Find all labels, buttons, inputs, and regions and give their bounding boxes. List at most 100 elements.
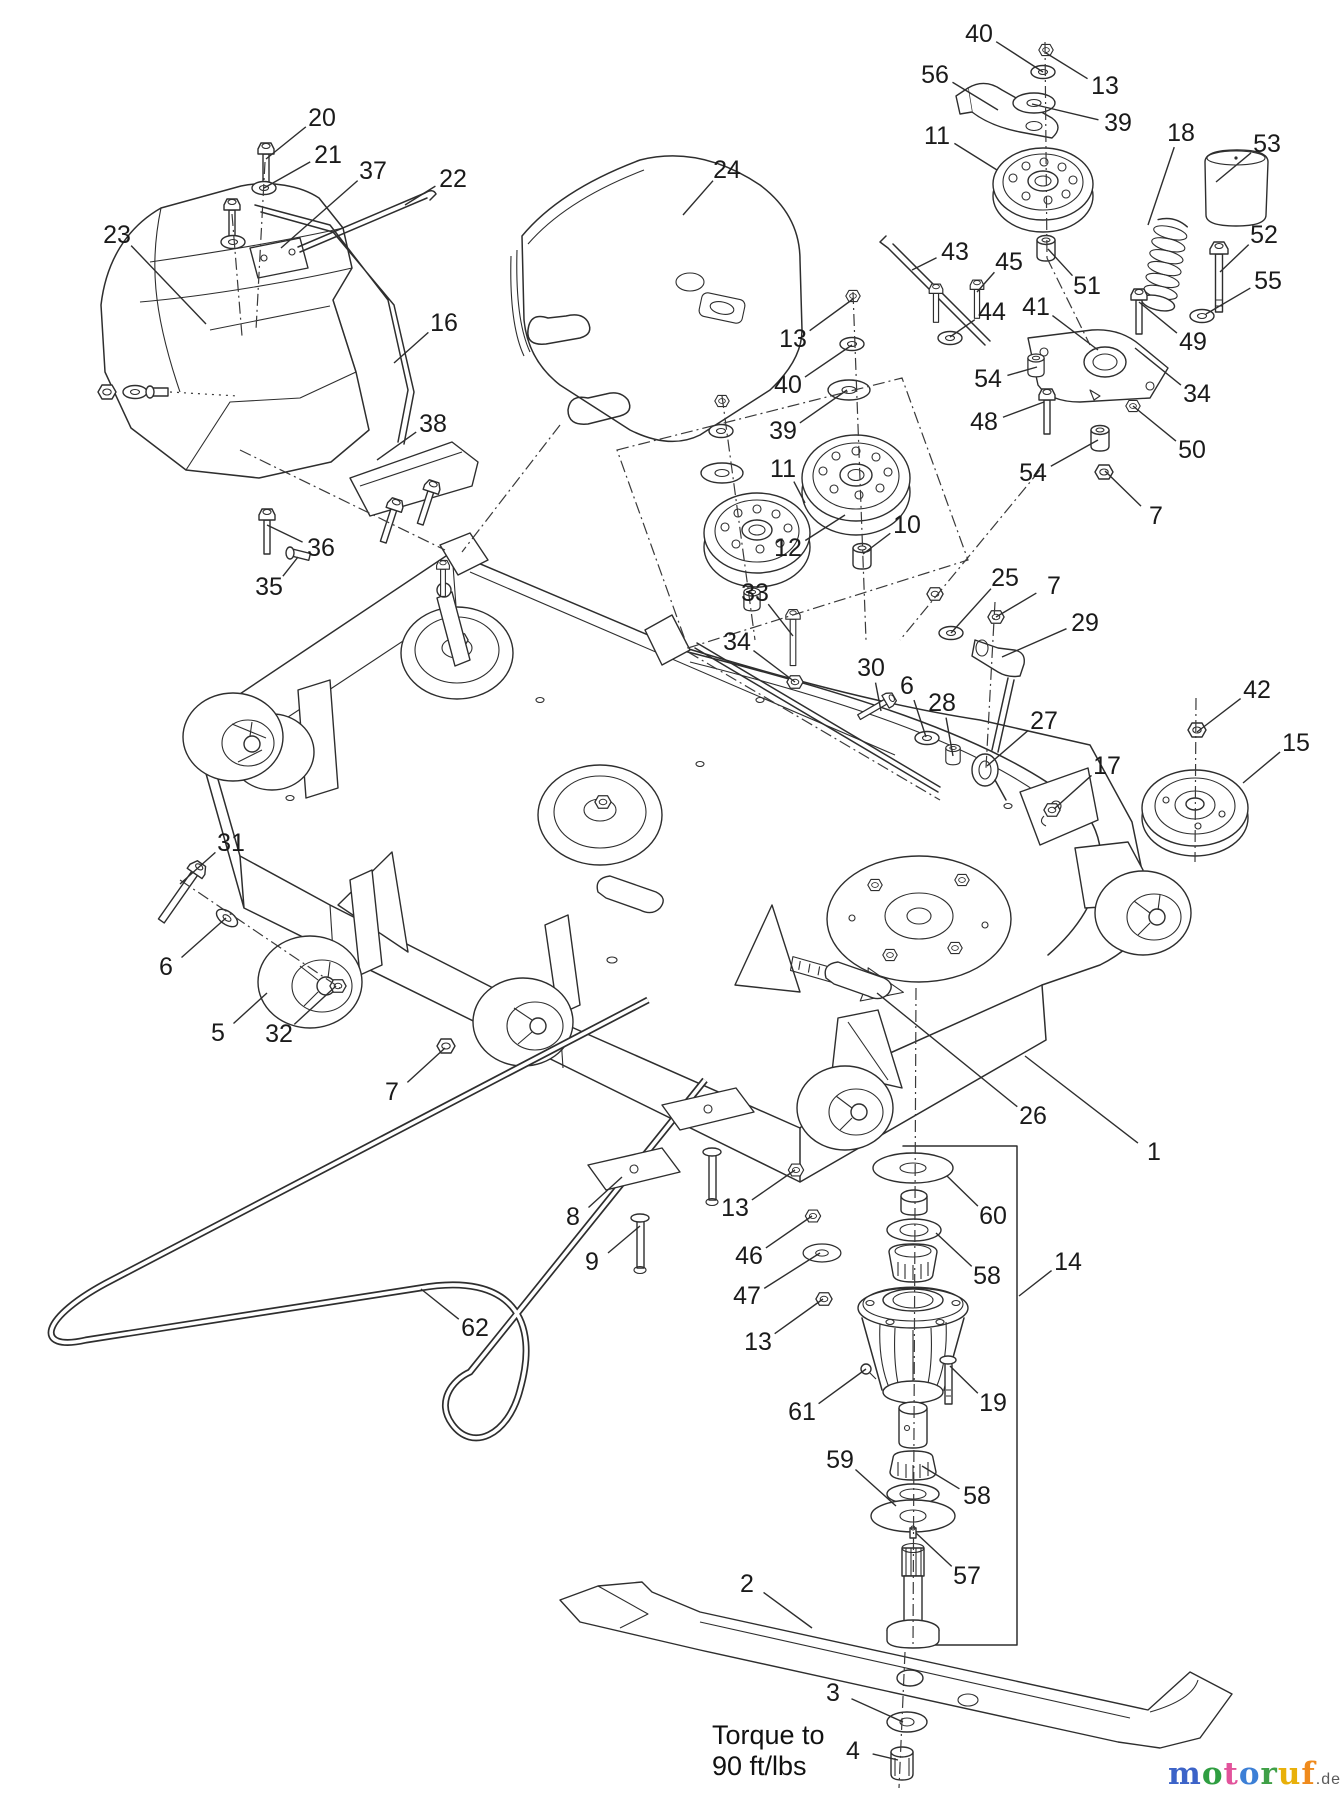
spacer-39 [1012, 92, 1056, 114]
leader-line-42 [1196, 698, 1242, 733]
callout-31: 31 [217, 829, 245, 857]
callout-24: 24 [713, 156, 741, 184]
callout-35: 35 [255, 573, 283, 601]
idler-arm-56 [955, 82, 1059, 139]
leader-line-60 [946, 1175, 979, 1207]
callout-54: 54 [974, 365, 1002, 393]
leader-line-13 [809, 298, 854, 332]
bolt-52 [1209, 241, 1229, 313]
leader-line-26 [876, 992, 1018, 1108]
leader-line-2 [763, 1591, 813, 1629]
leader-line-53 [1215, 152, 1252, 183]
callout-47: 47 [733, 1282, 761, 1310]
callout-7: 7 [1047, 572, 1061, 600]
callout-44: 44 [978, 298, 1006, 326]
chute-handle-wire [254, 204, 415, 445]
nut-32 [329, 979, 347, 993]
leader-line-45 [976, 271, 995, 293]
callout-51: 51 [1073, 272, 1101, 300]
leader-line-40 [804, 344, 853, 378]
spacer [700, 462, 744, 484]
screw [145, 385, 169, 399]
callout-11: 11 [770, 455, 796, 483]
leader-line-7 [1104, 470, 1142, 507]
caster-wheel-front-left [257, 869, 383, 1029]
leader-line-41 [1052, 314, 1099, 351]
detail-bracket-14 [902, 1145, 1018, 1646]
callout-45: 45 [995, 248, 1023, 276]
idler-pulley-11-mid [703, 492, 811, 588]
washer [220, 234, 246, 250]
spacer-54b [1090, 424, 1110, 452]
leader-line-37 [280, 180, 359, 249]
nut-46 [804, 1209, 822, 1223]
callout-52: 52 [1250, 221, 1278, 249]
nut-13 [1038, 43, 1054, 57]
callout-59: 59 [826, 1446, 854, 1474]
idler-pulley-12 [801, 434, 911, 536]
torque-note-line1: Torque to [712, 1720, 825, 1750]
bolt [928, 283, 944, 323]
callout-1: 1 [1147, 1138, 1161, 1166]
leader-line-43 [911, 257, 937, 271]
bolt-31 [153, 857, 210, 927]
torque-note-line2: 90 ft/lbs [712, 1751, 807, 1781]
callout-33: 33 [741, 579, 769, 607]
watermark-suffix: .de [1315, 1771, 1341, 1788]
callout-50: 50 [1178, 436, 1206, 464]
leader-line-16 [393, 331, 429, 364]
bolt-30 [854, 689, 899, 724]
callout-13: 13 [1091, 72, 1119, 100]
tension-rod [694, 642, 941, 793]
callout-36: 36 [307, 534, 335, 562]
bolt-9b [630, 1213, 650, 1275]
leader-line-13 [774, 1298, 824, 1335]
leader-line-14 [1018, 1269, 1052, 1297]
callout-58: 58 [963, 1482, 991, 1510]
link-rod [991, 677, 1015, 753]
leader-line-49 [1138, 301, 1178, 334]
eyebolt-27 [971, 753, 1007, 801]
leader-line-56 [952, 81, 999, 111]
callout-22: 22 [439, 165, 467, 193]
leader-line-39 [1031, 103, 1099, 121]
leader-line-51 [1047, 248, 1074, 277]
callout-53: 53 [1253, 130, 1281, 158]
deck-spindle-pulley-mid [537, 764, 663, 866]
leader-line-33 [767, 603, 794, 637]
callout-9: 9 [585, 1248, 599, 1276]
callout-39: 39 [769, 417, 797, 445]
callout-2: 2 [740, 1570, 754, 1598]
callout-58: 58 [973, 1262, 1001, 1290]
blade-bolt-4 [890, 1746, 914, 1781]
leader-line-21 [263, 161, 311, 189]
bolt-36 [258, 508, 276, 555]
assembly-axes [179, 41, 1197, 1789]
leader-line-35 [282, 556, 299, 577]
leader-line-55 [1205, 287, 1251, 315]
callout-13: 13 [744, 1328, 772, 1356]
callout-15: 15 [1282, 729, 1310, 757]
caster-wheel-rear-left [182, 679, 339, 799]
spacer-51 [1036, 234, 1056, 262]
callout-23: 23 [103, 221, 131, 249]
spacer-10 [852, 542, 872, 570]
nut-13c [787, 1163, 805, 1177]
leader-line-22 [404, 185, 436, 206]
leader-line-6 [913, 699, 927, 738]
callout-30: 30 [857, 654, 885, 682]
callout-43: 43 [941, 238, 969, 266]
v-belt [47, 996, 708, 1442]
callout-8: 8 [566, 1203, 580, 1231]
watermark-letter: r [1260, 1756, 1278, 1792]
callout-56: 56 [921, 61, 949, 89]
spindle-assembly [857, 1152, 969, 1649]
leader-line-40 [995, 41, 1044, 73]
deck-spindle-pulley-left [400, 559, 514, 700]
callout-3: 3 [826, 1679, 840, 1707]
callout-55: 55 [1254, 267, 1282, 295]
leader-line-1 [1024, 1055, 1139, 1144]
leader-line-19 [949, 1365, 979, 1394]
idler-mount-arm-41 [1027, 329, 1169, 403]
